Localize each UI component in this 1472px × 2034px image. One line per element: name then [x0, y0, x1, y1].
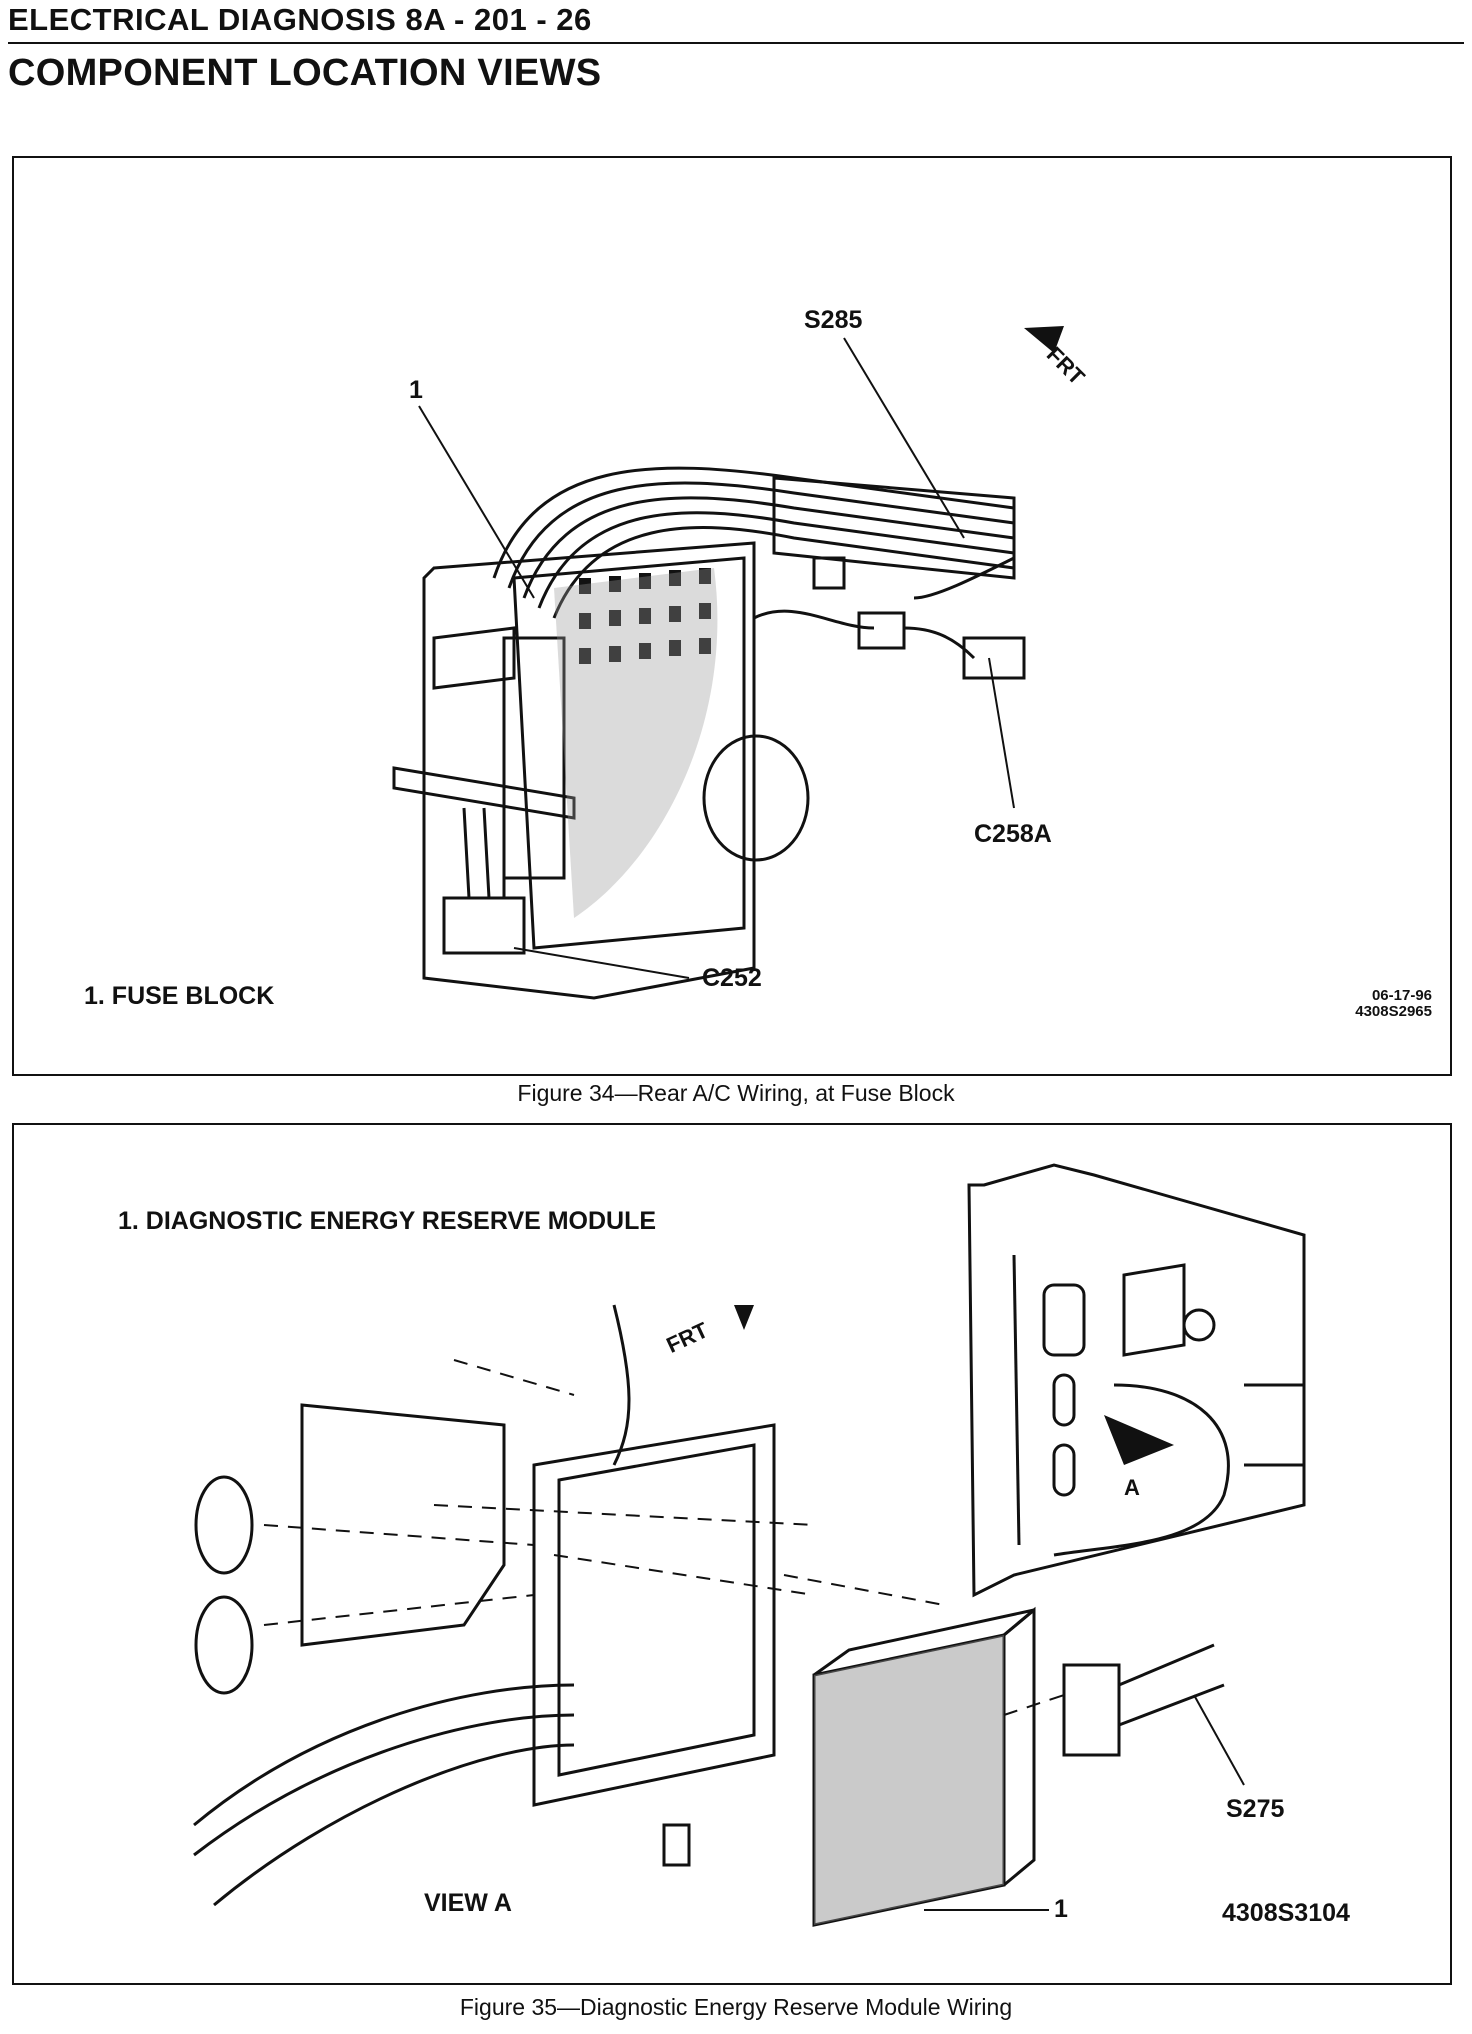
- figure-34-stamp: 06-17-96 4308S2965: [1355, 988, 1432, 1020]
- callout-s275: S275: [1226, 1795, 1285, 1823]
- header-title: ELECTRICAL DIAGNOSIS 8A - 201 - 26: [8, 2, 592, 37]
- figure-34-panel: S285 1 FRT C258A C252 1. FUSE BLOCK 06-1…: [12, 156, 1452, 1076]
- callout-c252: C252: [702, 964, 762, 992]
- figure-35-legend: 1. DIAGNOSTIC ENERGY RESERVE MODULE: [118, 1207, 657, 1235]
- view-a-label: VIEW A: [424, 1889, 512, 1917]
- callout-s285: S285: [804, 306, 863, 334]
- section-title: COMPONENT LOCATION VIEWS: [8, 52, 602, 94]
- figure-35-caption: Figure 35—Diagnostic Energy Reserve Modu…: [459, 1994, 1013, 2020]
- figure-34-date: 06-17-96: [1371, 987, 1432, 1004]
- figure-34-caption: Figure 34—Rear A/C Wiring, at Fuse Block: [517, 1080, 955, 1106]
- header-rule: [8, 42, 1464, 44]
- callout-item-1: 1: [409, 376, 423, 404]
- derm-illustration: [193, 1163, 1306, 1927]
- figure-35-panel: 1. DIAGNOSTIC ENERGY RESERVE MODULE FRT …: [12, 1123, 1452, 1985]
- callout-c258a: C258A: [974, 820, 1052, 848]
- callout-a: A: [1124, 1475, 1140, 1500]
- figure-34-code: 4308S2965: [1355, 1003, 1432, 1020]
- fuse-block-illustration: [392, 326, 1064, 1000]
- figure-35-code: 4308S3104: [1222, 1899, 1350, 1927]
- figure-34-legend: 1. FUSE BLOCK: [84, 982, 275, 1010]
- callout-item-1: 1: [1054, 1895, 1068, 1923]
